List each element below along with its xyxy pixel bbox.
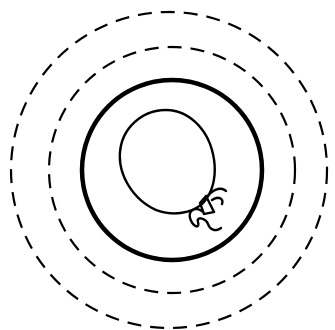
balloon-icon xyxy=(120,110,226,230)
balloon-string xyxy=(190,209,221,230)
balloon-body xyxy=(120,110,215,213)
outer-dashed-ring xyxy=(11,12,327,328)
solid-boundary-ring xyxy=(82,80,262,260)
inner-dashed-ring xyxy=(49,47,295,293)
